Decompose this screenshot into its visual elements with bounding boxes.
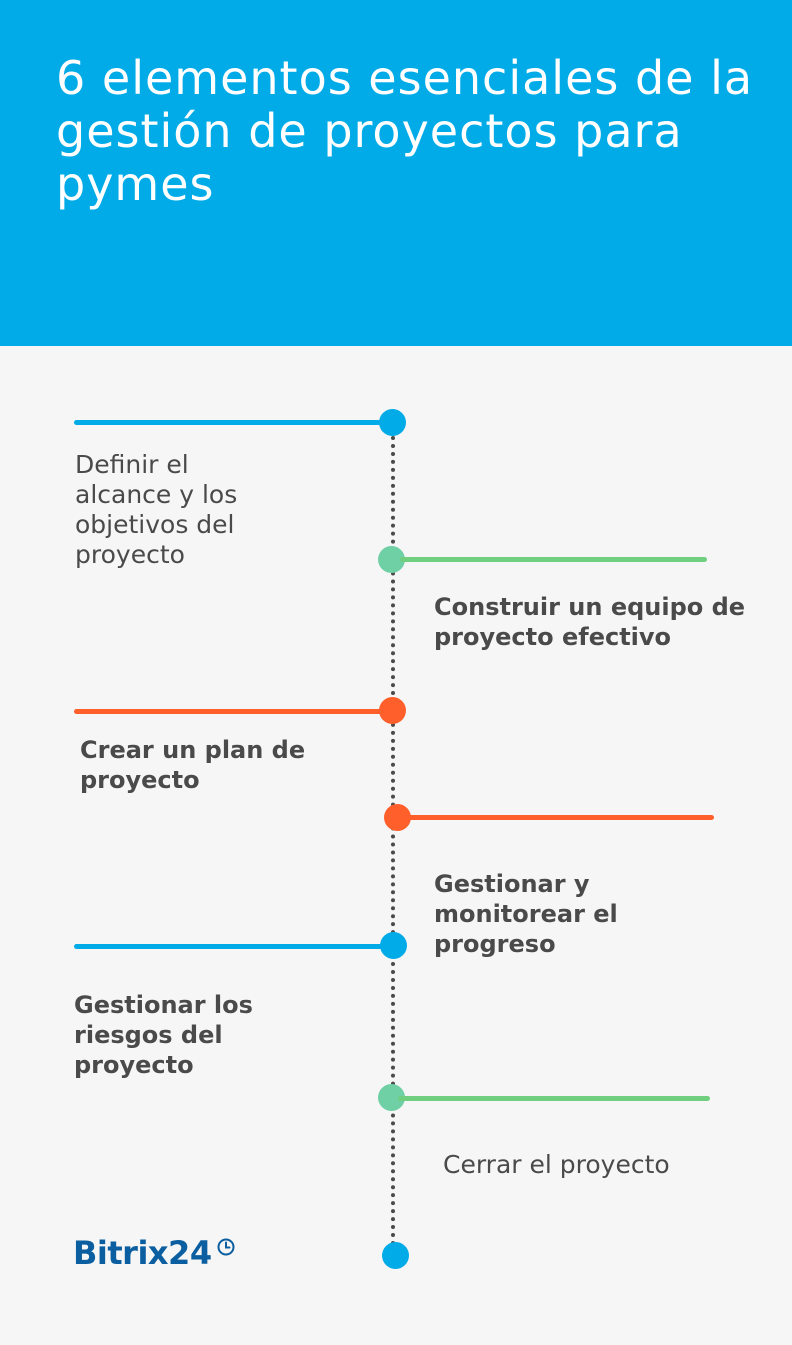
timeline-spine — [391, 436, 395, 1246]
timeline-end-dot — [382, 1242, 409, 1269]
timeline-connector-4 — [404, 815, 714, 820]
timeline-dot-5 — [380, 932, 407, 959]
timeline-label-6: Cerrar el proyecto — [443, 1150, 670, 1179]
bitrix24-logo: Bitrix24 — [73, 1234, 236, 1272]
timeline-label-2: Construir un equipo de proyecto efectivo — [434, 593, 746, 651]
clock-icon — [216, 1237, 236, 1262]
logo-text: Bitrix24 — [73, 1234, 212, 1272]
timeline-label-4: Gestionar y monitorear el progreso — [434, 870, 618, 958]
timeline-label-5: Gestionar los riesgos del proyecto — [74, 991, 253, 1079]
timeline-label-1: Definir el alcance y los objetivos del p… — [75, 450, 238, 569]
page-title: 6 elementos esenciales de la gestión de … — [56, 51, 754, 211]
header-banner: 6 elementos esenciales de la gestión de … — [0, 0, 792, 346]
timeline-connector-1 — [74, 420, 384, 425]
timeline-dot-3 — [379, 697, 406, 724]
timeline-connector-2 — [400, 557, 707, 562]
timeline-connector-5 — [74, 944, 384, 949]
timeline-connector-6 — [398, 1096, 710, 1101]
timeline-dot-1 — [379, 409, 406, 436]
timeline-connector-3 — [74, 709, 384, 714]
timeline-label-3: Crear un plan de proyecto — [80, 736, 306, 794]
